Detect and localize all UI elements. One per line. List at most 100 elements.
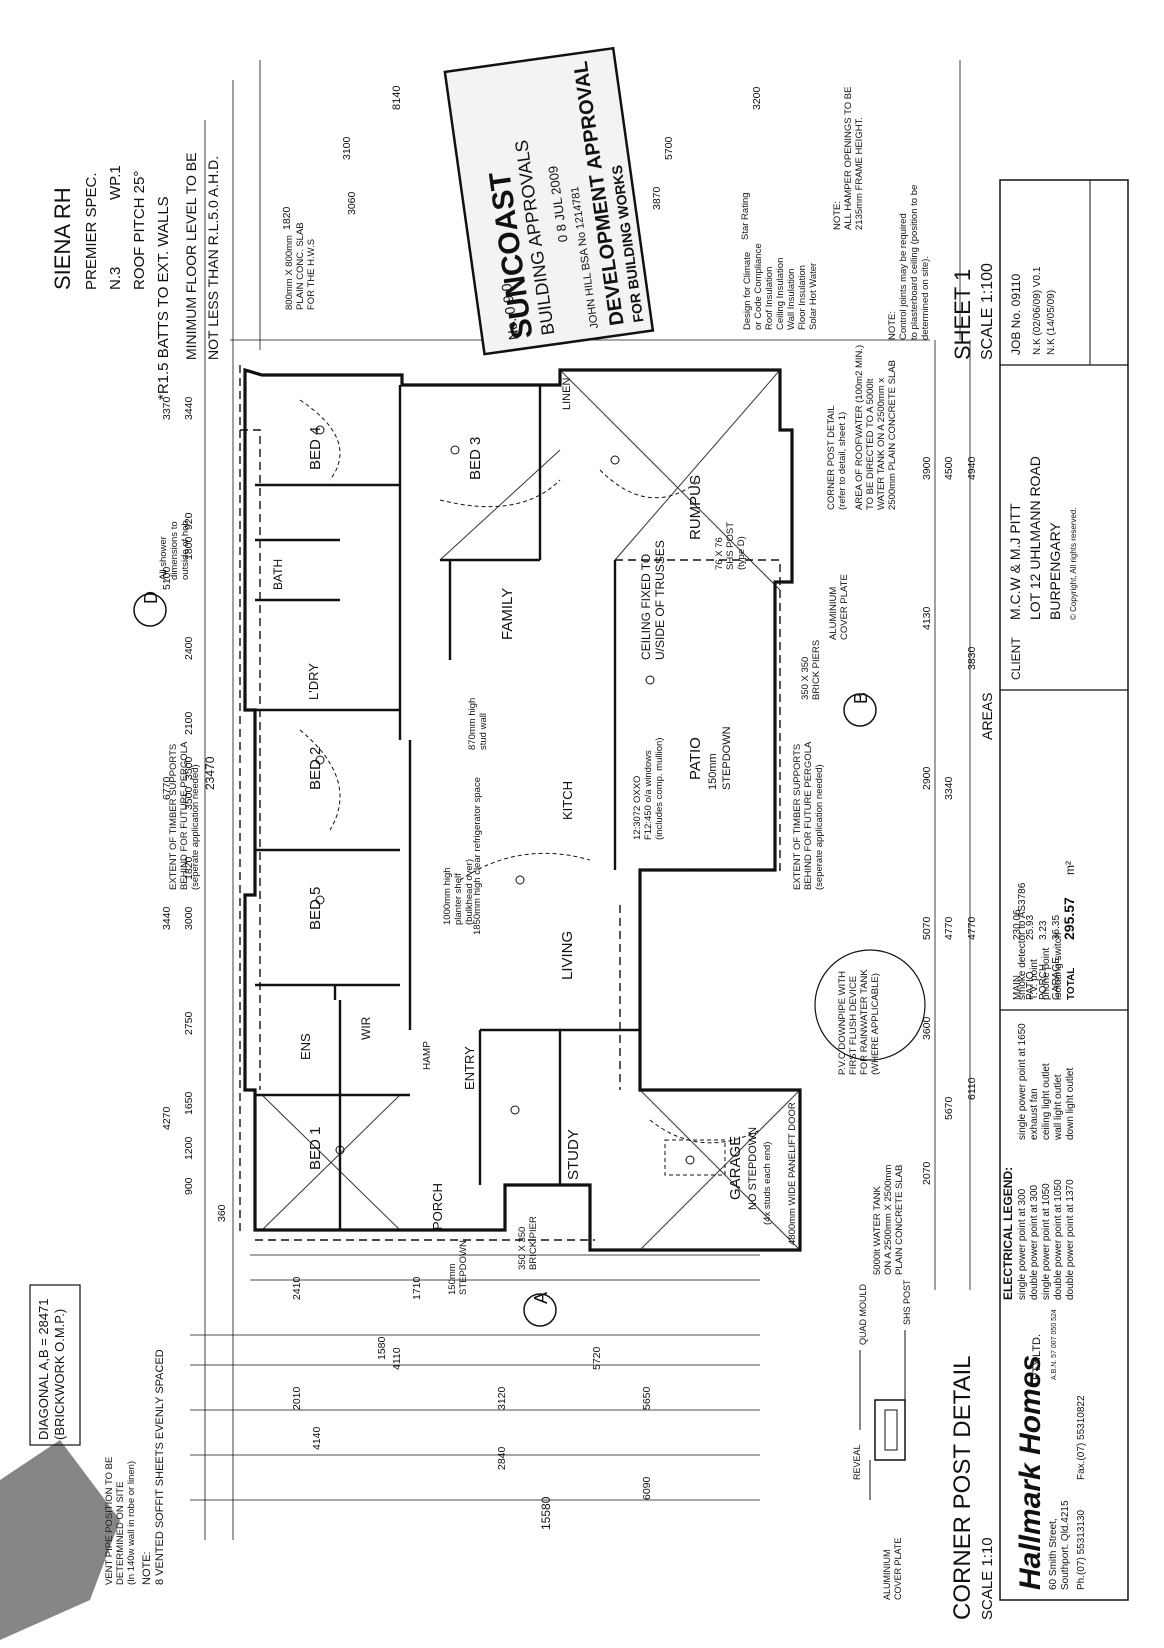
- svg-text:4500: 4500: [943, 456, 955, 480]
- room-linen: LINEN: [561, 378, 573, 410]
- svg-text:3600: 3600: [921, 1016, 933, 1040]
- svg-text:isolating switch: isolating switch: [1053, 933, 1064, 1000]
- svg-text:25.93: 25.93: [1025, 915, 1036, 940]
- svg-text:(refer to detail, sheet 1): (refer to detail, sheet 1): [837, 412, 848, 510]
- room-living: LIVING: [559, 931, 576, 980]
- detail-shs-post: SHS POST: [902, 1279, 912, 1325]
- svg-text:2750: 2750: [183, 1011, 195, 1035]
- svg-text:3370: 3370: [161, 396, 173, 420]
- svg-text:1000mm high: 1000mm high: [442, 867, 453, 925]
- builder-logo: Hallmark Homes PTY.LTD. 60 Smith Street,…: [1014, 1309, 1087, 1590]
- svg-text:350 X 350: 350 X 350: [800, 657, 811, 700]
- svg-text:2410: 2410: [291, 1276, 303, 1300]
- dimension-labels: 360 900 1200 1650 2750 3000 1820 3500 21…: [161, 86, 978, 1500]
- svg-text:BRICK PIERS: BRICK PIERS: [811, 640, 822, 700]
- svg-text:3870: 3870: [651, 186, 663, 210]
- svg-text:(includes comp. mullion): (includes comp. mullion): [654, 738, 665, 840]
- svg-text:Design for Climate: Design for Climate: [742, 252, 753, 330]
- svg-text:150mm: 150mm: [447, 1263, 458, 1295]
- svg-text:dimensions to: dimensions to: [169, 521, 180, 580]
- room-kitch: KITCH: [560, 781, 575, 820]
- svg-text:single power point at 300: single power point at 300: [1017, 1188, 1028, 1300]
- electrical-legend: ELECTRICAL LEGEND: single power point at…: [1001, 882, 1076, 1300]
- svg-text:Ph.(07) 55313130: Ph.(07) 55313130: [1076, 1509, 1087, 1590]
- corner-post-detail: CORNER POST DETAIL SCALE 1:10 QUAD MOULD…: [852, 1279, 996, 1620]
- svg-text:P.V.C DOWNPIPE WITH: P.V.C DOWNPIPE WITH: [837, 971, 848, 1075]
- svg-text:phone point: phone point: [1041, 948, 1052, 1000]
- roof-pitch: ROOF PITCH 25°: [131, 171, 148, 290]
- svg-text:2400: 2400: [183, 636, 195, 660]
- shs-post-note: 76 X 76 SHS POST (type D): [714, 522, 747, 570]
- room-bed3: BED 3: [467, 437, 484, 480]
- svg-text:FOR THE H.W.S: FOR THE H.W.S: [306, 239, 317, 310]
- svg-text:2070: 2070: [921, 1161, 933, 1185]
- svg-text:8 VENTED SOFFIT SHEETS EVENLY: 8 VENTED SOFFIT SHEETS EVENLY SPACED: [154, 1349, 166, 1585]
- room-labels: BED 4 BED 3 BED 2 BED 5 BED 1 BATH L'DRY…: [271, 378, 759, 1230]
- svg-text:900: 900: [183, 1177, 195, 1195]
- overall-width: 15580: [539, 1496, 553, 1530]
- section-markers: D B A: [133, 591, 877, 1327]
- svg-text:920: 920: [183, 512, 195, 530]
- soffit-note: NOTE: 8 VENTED SOFFIT SHEETS EVENLY SPAC…: [141, 1349, 166, 1585]
- sheet-info: SHEET 1 SCALE 1:100: [950, 263, 996, 360]
- svg-text:6090: 6090: [641, 1476, 653, 1500]
- svg-text:3900: 3900: [921, 456, 933, 480]
- detail-quad-mould: QUAD MOULD: [858, 1283, 868, 1345]
- copyright: © Copyright, All rights reserved.: [1069, 507, 1078, 620]
- svg-text:(BRICKWORK O.M.P.): (BRICKWORK O.M.P.): [52, 1309, 67, 1440]
- svg-text:ALL HAMPER OPENINGS TO BE: ALL HAMPER OPENINGS TO BE: [843, 87, 854, 230]
- svg-text:5650: 5650: [641, 1386, 653, 1410]
- sheet-number: SHEET 1: [950, 269, 975, 360]
- svg-text:350 X 350: 350 X 350: [517, 1227, 528, 1270]
- svg-text:3500: 3500: [183, 786, 195, 810]
- svg-text:1820: 1820: [281, 206, 293, 230]
- svg-text:exhaust fan: exhaust fan: [1029, 1088, 1040, 1140]
- brick-piers-note: 350 X 350 BRICK PIERS: [800, 640, 822, 700]
- star-rating-note: Design for Climate or Code Compliance Ro…: [740, 192, 819, 330]
- room-bed1: BED 1: [307, 1127, 324, 1170]
- svg-text:3830: 3830: [966, 646, 978, 670]
- room-porch: PORCH: [430, 1183, 445, 1230]
- shower-note: All shower dimensions to outside of hob: [158, 520, 191, 580]
- water-tank-symbol: [814, 949, 926, 1061]
- detail-scale: SCALE 1:10: [979, 1537, 996, 1620]
- aluminium-note: ALUMINIUM COVER PLATE: [828, 574, 850, 640]
- svg-text:ALUMINIUM: ALUMINIUM: [882, 1549, 892, 1600]
- client-name: M.C.W & M.J PITT: [1007, 503, 1023, 620]
- svg-text:1710: 1710: [411, 1276, 423, 1300]
- svg-text:6110: 6110: [966, 1077, 978, 1100]
- svg-text:2840: 2840: [496, 1446, 508, 1470]
- svg-text:double power point at 300: double power point at 300: [1029, 1184, 1040, 1300]
- approval-stamp: SUNCOAST BUILDING APPROVALS 0 8 JUL 2009…: [443, 46, 655, 356]
- svg-text:COVER PLATE: COVER PLATE: [893, 1538, 903, 1600]
- scan-smudge: [0, 1440, 120, 1640]
- svg-text:5070: 5070: [921, 916, 933, 940]
- client-info: CLIENT M.C.W & M.J PITT LOT 12 UHLMANN R…: [1007, 456, 1078, 680]
- builder-name: Hallmark Homes: [1014, 1355, 1047, 1590]
- svg-text:295.57: 295.57: [1061, 897, 1077, 940]
- svg-text:230.06: 230.06: [1012, 909, 1023, 940]
- svg-text:down light outlet: down light outlet: [1065, 1068, 1076, 1140]
- svg-text:PLAIN CONCRETE SLAB: PLAIN CONCRETE SLAB: [894, 1165, 905, 1275]
- svg-text:Southport. Qld.4215: Southport. Qld.4215: [1060, 1500, 1071, 1590]
- svg-text:single power point at 1050: single power point at 1050: [1041, 1183, 1052, 1300]
- sheet-scale: SCALE 1:100: [979, 263, 996, 360]
- svg-text:Control joints may be required: Control joints may be required: [898, 213, 909, 340]
- svg-text:4130: 4130: [921, 606, 933, 630]
- svg-text:PORCH: PORCH: [1038, 964, 1049, 1000]
- svg-text:1800: 1800: [183, 536, 195, 560]
- svg-text:BEHIND FOR FUTURE PERGOLA: BEHIND FOR FUTURE PERGOLA: [803, 741, 814, 890]
- svg-text:2010: 2010: [291, 1386, 303, 1410]
- svg-text:double power point at 1370: double power point at 1370: [1065, 1179, 1076, 1300]
- refrigerator-note: 1850mm high clear refrigerator space: [472, 777, 483, 935]
- room-rumpus: RUMPUS: [687, 475, 704, 540]
- revision-2: N.K (14/05/09): [1046, 290, 1057, 355]
- outer-wall: [243, 367, 802, 1252]
- svg-text:3440: 3440: [183, 396, 195, 420]
- svg-text:wall light outlet: wall light outlet: [1053, 1074, 1064, 1141]
- client-suburb: BURPENGARY: [1047, 522, 1063, 620]
- svg-text:A.B.N. 57 007 050 524: A.B.N. 57 007 050 524: [1051, 1309, 1058, 1380]
- svg-text:360: 360: [216, 1204, 228, 1222]
- project-name: SIENA RH: [50, 187, 75, 290]
